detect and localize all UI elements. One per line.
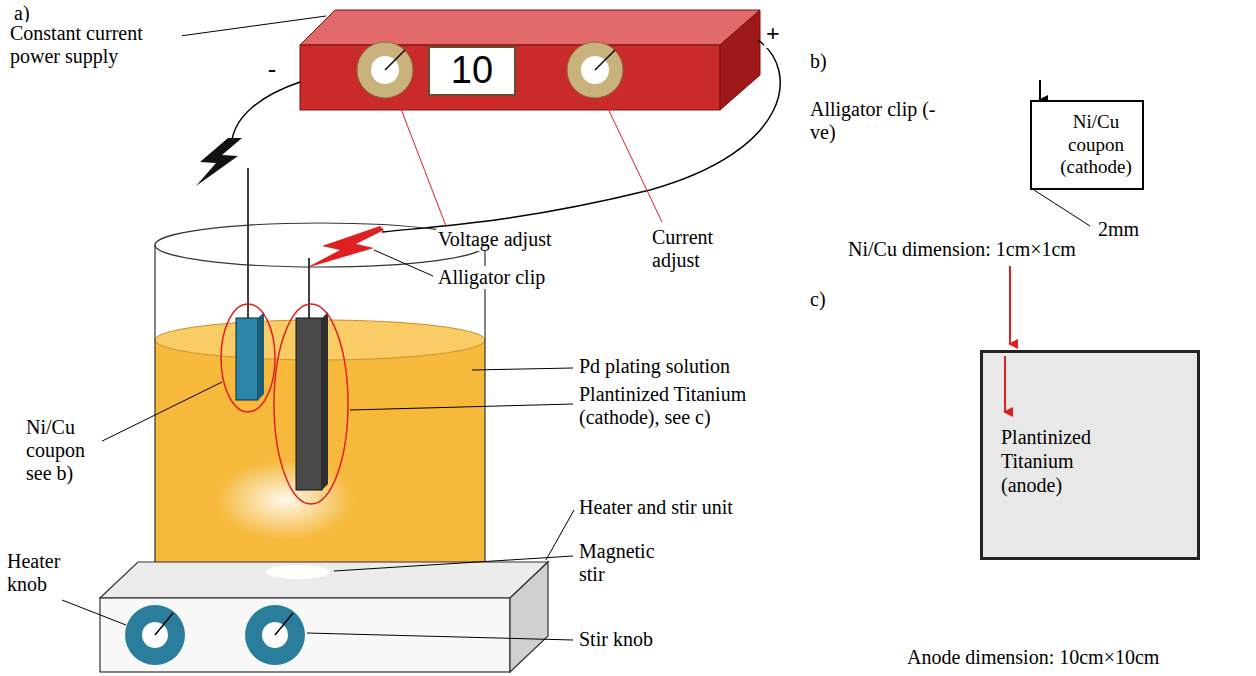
coupon-side [258, 312, 264, 400]
leader-line [602, 96, 662, 222]
heater-side [510, 562, 548, 672]
clip-arrow [1039, 80, 1041, 100]
leader-line [472, 368, 573, 370]
stir-bar [266, 565, 330, 579]
box-text: Plantinized Titanium (anode) [1001, 425, 1126, 497]
highlight-ring [274, 304, 348, 504]
heater-top [100, 562, 548, 598]
anode-label: Plantinized Titanium (cathode), see c) [577, 383, 786, 429]
knob-label: Voltage adjust [436, 228, 554, 251]
box-text: Ni/Cu coupon (cathode) [1050, 111, 1142, 179]
negative-wire [232, 82, 300, 140]
leader-line [374, 250, 433, 276]
clip-label: Alligator clip (-ve) [808, 98, 940, 144]
clip-label: Alligator clip [436, 266, 547, 289]
heater-knob [125, 605, 185, 665]
leader-line [1034, 190, 1090, 226]
box-text: 10 [451, 48, 493, 94]
knob-mark [275, 613, 293, 635]
glow [215, 460, 355, 540]
coupon [236, 318, 258, 400]
heater-front [100, 598, 510, 672]
leader-line [546, 510, 574, 560]
leader-line [334, 556, 573, 571]
black-clip [196, 138, 242, 186]
knob-label: Heater knob [5, 550, 83, 596]
polarity-sign: + [764, 20, 782, 48]
beaker-wall [484, 245, 485, 585]
leader-line [307, 633, 573, 640]
panel-letter: b) [808, 50, 829, 73]
coupon-box: Ni/Cu coupon (cathode) [1030, 100, 1144, 190]
leader-line [84, 382, 222, 450]
leader-line [180, 16, 326, 36]
voltage-knob [357, 42, 413, 98]
stir-knob [245, 605, 305, 665]
stir-label: Magnetic stir [577, 540, 679, 586]
knob-mark [155, 613, 173, 635]
supply-top [300, 10, 760, 45]
dimension-label: 2mm [1096, 218, 1141, 241]
anode-plate [296, 318, 322, 490]
coupon-label: Ni/Cu coupon see b) [24, 416, 102, 485]
knob-mark [595, 50, 615, 70]
solution-label: Pd plating solution [577, 355, 732, 378]
dimension-label: Ni/Cu dimension: 1cm×1cm [846, 238, 1078, 261]
highlight-ring [221, 304, 275, 412]
positive-wire [382, 40, 780, 232]
knob-label: Current adjust [650, 226, 738, 272]
display-window: 10 [428, 46, 516, 96]
supply-label: Constant current power supply [8, 22, 182, 68]
anode-box: Plantinized Titanium (anode) [980, 350, 1200, 560]
dimension-label: Anode dimension: 10cm×10cm [905, 646, 1161, 669]
heater-label: Heater and stir unit [577, 496, 735, 519]
leader-line [62, 600, 126, 625]
leader-line [396, 96, 446, 226]
knob-mark [385, 50, 405, 70]
leader-line [350, 404, 573, 410]
supply-side [720, 10, 760, 110]
red-clip [306, 226, 384, 268]
panel-letter: c) [808, 288, 828, 311]
electrode-wire [247, 168, 249, 320]
knob-label: Stir knob [577, 628, 655, 651]
polarity-sign: - [266, 56, 278, 84]
red-arrow [1009, 266, 1011, 344]
anode-side [322, 312, 328, 490]
current-knob [567, 42, 623, 98]
